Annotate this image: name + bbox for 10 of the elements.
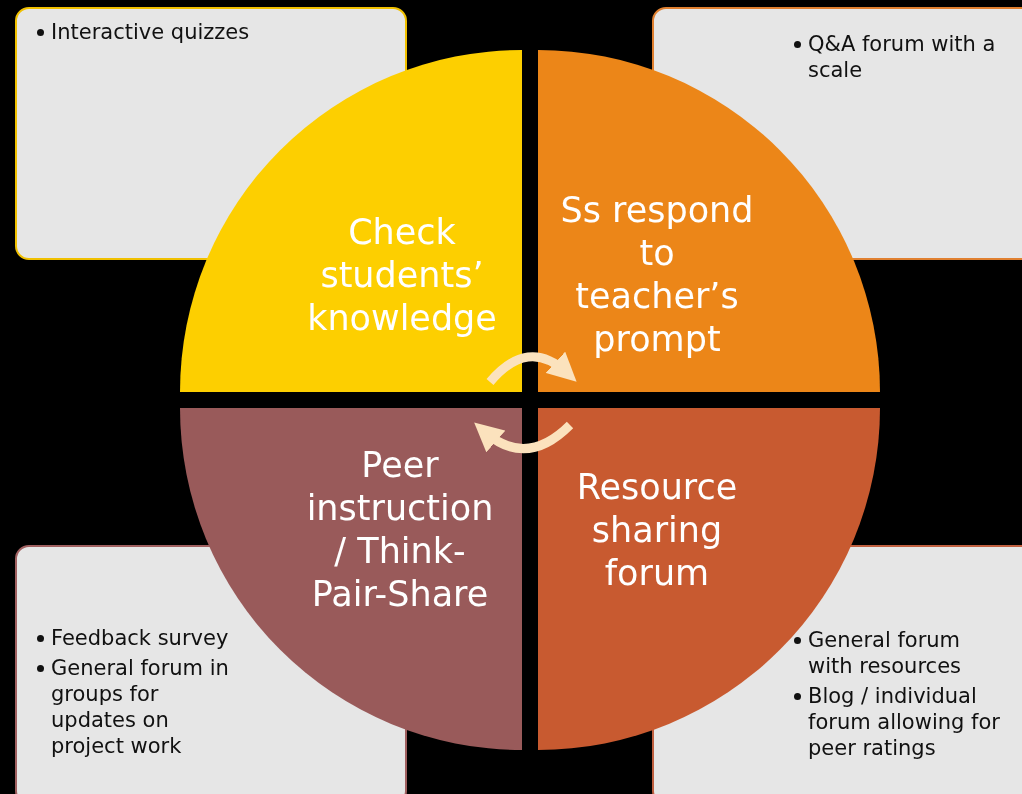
bullet-text: Blog / individual forum allowing for peer ratings xyxy=(808,683,1001,761)
segment-title: Peer instruction / Think-Pair-Share xyxy=(305,444,495,616)
segment-title: Ss respond to teacher’s prompt xyxy=(559,189,755,361)
bullet-text: Q&A forum with a scale xyxy=(808,31,997,83)
bullet-text: Interactive quizzes xyxy=(51,19,251,45)
segment-title: Resource sharing forum xyxy=(575,465,739,595)
segment-title: Check students’ knowledge xyxy=(306,210,498,340)
bullet-text: General forum in groups for updates on project work xyxy=(51,655,230,759)
bullet-text: General forum with resources xyxy=(808,627,962,679)
bullet-text: Feedback survey xyxy=(51,625,230,651)
